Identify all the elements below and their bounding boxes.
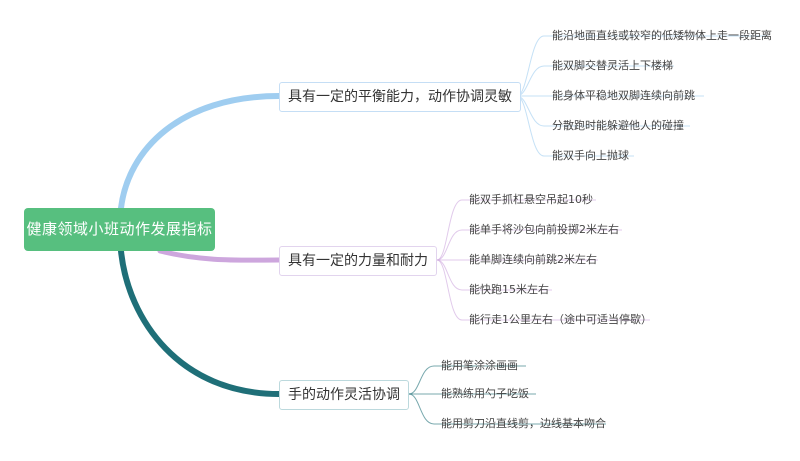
branch-topic-balance: 具有一定的平衡能力，动作协调灵敏 [279, 82, 521, 112]
branch-connector-1 [157, 248, 282, 263]
leaf-connectors-1 [436, 199, 650, 321]
leaf-item: 分散跑时能躲避他人的碰撞 [552, 119, 684, 132]
leaf-item: 能单脚连续向前跳2米左右 [469, 253, 597, 266]
branch-topic-strength: 具有一定的力量和耐力 [279, 246, 437, 276]
leaf-item: 能行走1公里左右（途中可适当停歇） [469, 313, 652, 326]
leaf-item: 能身体平稳地双脚连续向前跳 [552, 89, 695, 102]
branch-connector-2 [118, 248, 282, 397]
leaf-item: 能单手将沙包向前投掷2米左右 [469, 223, 619, 236]
leaf-item: 能双手抓杠悬空吊起10秒 [469, 193, 593, 206]
leaf-item: 能沿地面直线或较窄的低矮物体上走一段距离 [552, 29, 772, 42]
leaf-item: 能熟练用勺子吃饭 [441, 387, 529, 400]
leaf-item: 能双手向上抛球 [552, 149, 629, 162]
leaf-item: 能用笔涂涂画画 [441, 359, 518, 372]
leaf-item: 能快跑15米左右 [469, 283, 549, 296]
leaf-connectors-2 [408, 365, 606, 425]
branch-topic-hand-coordination: 手的动作灵活协调 [279, 380, 409, 410]
root-topic: 健康领域小班动作发展指标 [24, 208, 215, 251]
branch-connector-0 [118, 93, 282, 211]
leaf-item: 能双脚交替灵活上下楼梯 [552, 59, 673, 72]
leaf-item: 能用剪刀沿直线剪，边线基本吻合 [441, 417, 606, 430]
